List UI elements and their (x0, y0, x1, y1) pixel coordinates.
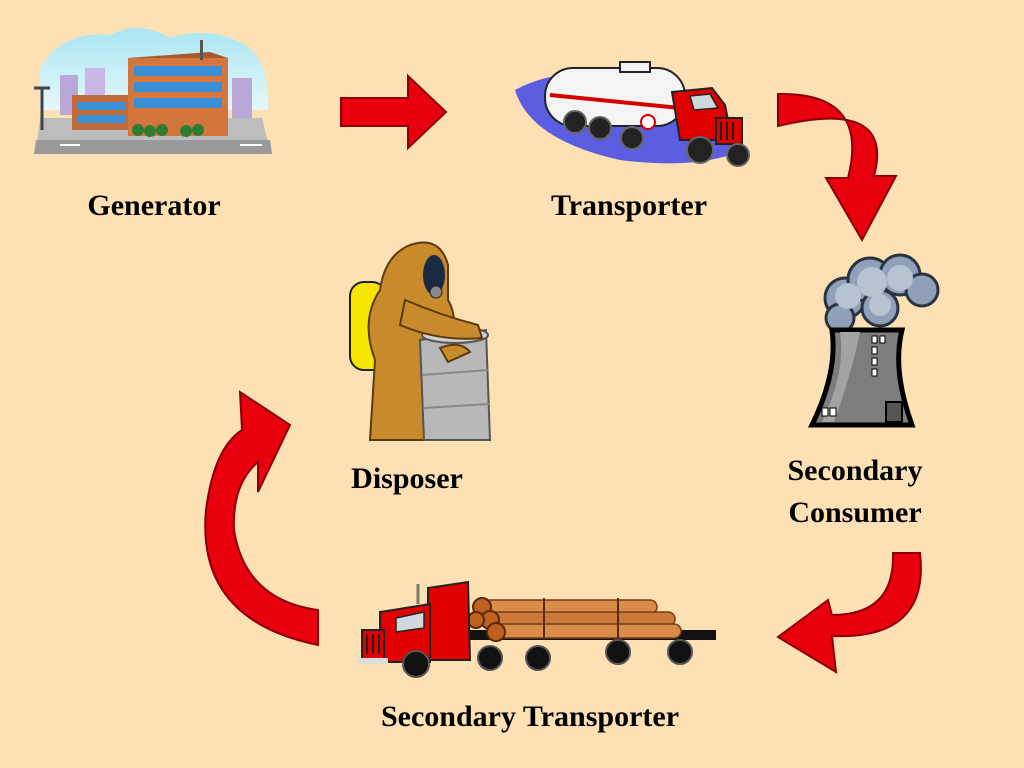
arrow-consumer-to-secondary-transporter (776, 552, 922, 674)
disposer-label: Disposer (351, 462, 463, 495)
secondary-consumer-label: Secondary Consumer (760, 450, 950, 534)
arrow-transporter-to-consumer (777, 92, 898, 243)
arrow-generator-to-transporter (340, 73, 448, 151)
arrow-secondary-transporter-to-disposer (204, 390, 319, 647)
tanker-truck-icon (515, 61, 750, 167)
log-truck-icon (358, 580, 716, 678)
secondary-consumer-label-line1: Secondary (787, 454, 923, 487)
transporter-label: Transporter (550, 189, 708, 222)
cooling-tower-icon (807, 253, 940, 428)
secondary-consumer-label-line2: Consumer (788, 496, 922, 529)
hazmat-worker-icon (349, 241, 492, 441)
secondary-transporter-label: Secondary Transporter (380, 700, 680, 733)
generator-label: Generator (87, 189, 221, 222)
factory-building-icon (34, 28, 272, 154)
